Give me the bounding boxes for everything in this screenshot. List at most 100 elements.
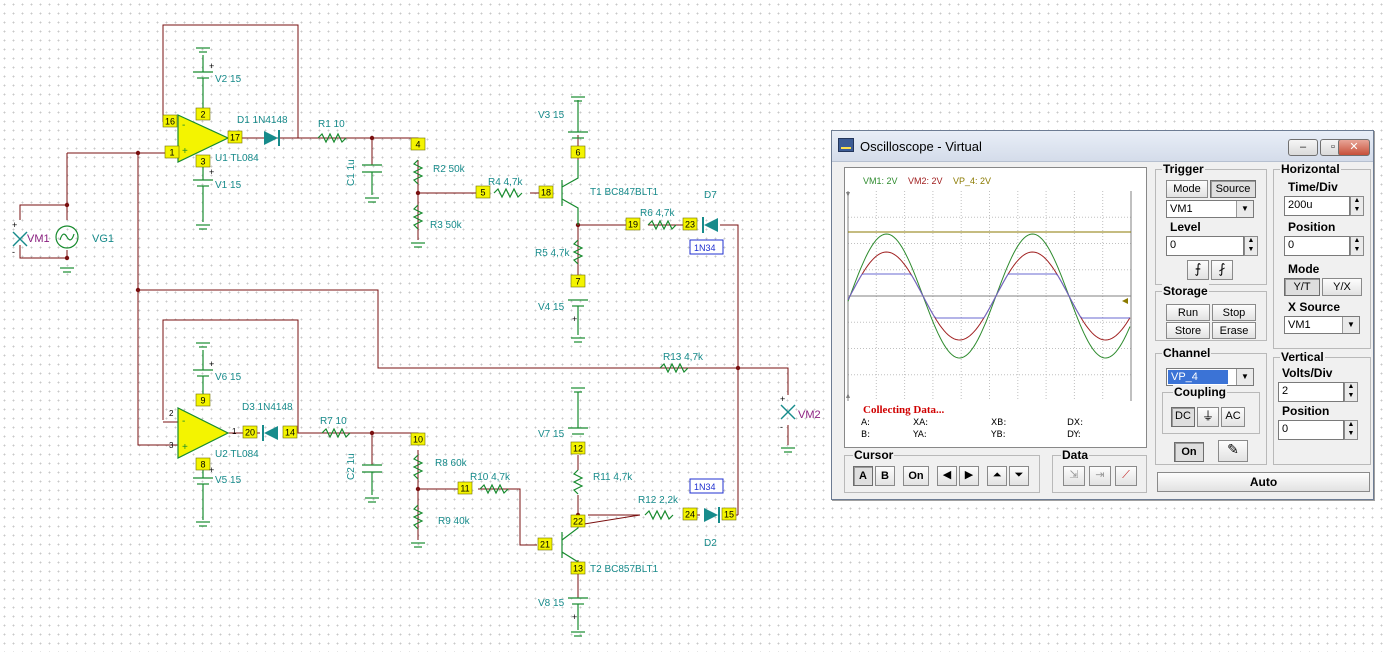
node-box — [682, 217, 698, 231]
r4-label: R4 4,7k — [488, 177, 523, 188]
v4-label: V4 15 — [538, 302, 565, 313]
cursor-b-button[interactable]: B — [875, 466, 895, 486]
falling-edge-icon[interactable]: ⨏ — [1211, 260, 1233, 280]
plus-sign: + — [572, 612, 577, 622]
readout-dy: DY: — [1067, 430, 1081, 440]
export-icon[interactable]: ⇥ — [1089, 466, 1111, 486]
chevron-down-icon[interactable]: ▼ — [1236, 201, 1253, 217]
readout-a: A: — [861, 418, 871, 428]
vertical-position-spinner[interactable]: ▲▼ — [1344, 420, 1358, 440]
node-box — [242, 425, 258, 439]
node-box — [538, 185, 554, 199]
v3-label: V3 15 — [538, 110, 565, 121]
vertical-position-input[interactable]: 0 — [1278, 420, 1344, 440]
erase-button[interactable]: Erase — [1212, 322, 1256, 339]
v1-label: V1 15 — [215, 180, 242, 191]
store-button[interactable]: Store — [1166, 322, 1210, 339]
run-button[interactable]: Run — [1166, 304, 1210, 321]
scope-display[interactable]: VM1: 2V VM2: 2V VP_4: 2V Collecting Data… — [844, 167, 1147, 448]
v6-label: V6 15 — [215, 372, 242, 383]
plus-sign: + — [12, 220, 17, 230]
r7-label: R7 10 — [320, 416, 347, 427]
trigger-source-button[interactable]: Source — [1210, 180, 1256, 198]
coupling-ac-button[interactable]: AC — [1221, 407, 1245, 427]
mode-label: Mode — [1288, 262, 1320, 276]
svg-text:-: - — [182, 416, 185, 427]
r6-label: R6 4,7k — [640, 208, 675, 219]
trigger-level-spinner[interactable]: ▲▼ — [1244, 236, 1258, 256]
cursor-right-icon[interactable]: ▶ — [959, 466, 979, 486]
mode-yt-button[interactable]: Y/T — [1284, 278, 1320, 296]
v7-label: V7 15 — [538, 429, 565, 440]
trigger-level-icon[interactable] — [1122, 298, 1128, 304]
v5-label: V5 15 — [215, 475, 242, 486]
time-div-input[interactable]: 200u — [1284, 196, 1350, 216]
horizontal-position-input[interactable]: 0 — [1284, 236, 1350, 256]
channel-select[interactable]: VP_4 ▼ — [1166, 368, 1254, 386]
title-bar[interactable]: Oscilloscope - Virtual – ▫ ✕ — [832, 131, 1373, 162]
node-box — [162, 114, 178, 128]
volts-div-spinner[interactable]: ▲▼ — [1344, 382, 1358, 402]
horizontal-position-label: Position — [1288, 220, 1336, 234]
time-div-spinner[interactable]: ▲▼ — [1350, 196, 1364, 216]
ground-icon[interactable]: ⏚ — [1197, 407, 1219, 427]
probe-color-icon[interactable]: ✎ — [1218, 440, 1248, 462]
oscilloscope-window[interactable]: Oscilloscope - Virtual – ▫ ✕ VM1: 2V VM2… — [831, 130, 1374, 500]
node-box — [410, 432, 426, 446]
d7-model: 1N34 — [694, 243, 716, 253]
node-number: 9 — [200, 396, 205, 406]
trigger-title: Trigger — [1162, 162, 1205, 176]
d3-label: D3 1N4148 — [242, 402, 293, 413]
node-number: 13 — [573, 564, 583, 574]
node-number: 22 — [573, 517, 583, 527]
plus-sign: + — [572, 314, 577, 324]
horizontal-group: Horizontal Time/Div 200u ▲▼ Position 0 ▲… — [1273, 162, 1371, 349]
chevron-down-icon[interactable]: ▼ — [1342, 317, 1359, 333]
channel-title: Channel — [1162, 346, 1212, 360]
coupling-group: Coupling DC ⏚ AC — [1162, 385, 1260, 434]
d2-model: 1N34 — [694, 482, 716, 492]
rising-edge-icon[interactable]: ⨍ — [1187, 260, 1209, 280]
chart-icon[interactable]: ⟋ — [1115, 466, 1137, 486]
node-box — [570, 274, 586, 288]
close-button[interactable]: ✕ — [1338, 139, 1370, 156]
cursor-on-button[interactable]: On — [903, 466, 929, 486]
schematic-canvas[interactable]: - + - + 16123174518671923239812014101112… — [0, 0, 830, 652]
trigger-level-input[interactable]: 0 — [1166, 236, 1244, 256]
mode-yx-button[interactable]: Y/X — [1322, 278, 1362, 296]
horizontal-position-spinner[interactable]: ▲▼ — [1350, 236, 1364, 256]
coupling-dc-button[interactable]: DC — [1171, 407, 1195, 427]
node-number: 14 — [285, 428, 295, 438]
stop-button[interactable]: Stop — [1212, 304, 1256, 321]
node-number: 3 — [200, 157, 205, 167]
cursor-left-icon[interactable]: ◀ — [937, 466, 957, 486]
u1-label: U1 TL084 — [215, 153, 259, 164]
cursor-up-icon[interactable]: ⏶ — [987, 466, 1007, 486]
vertical-position-label: Position — [1282, 404, 1330, 418]
node-box — [625, 217, 641, 231]
chevron-down-icon[interactable]: ▼ — [1236, 369, 1253, 385]
node-box — [195, 393, 211, 407]
x-source-select[interactable]: VM1 ▼ — [1284, 316, 1360, 334]
cursor-down-icon[interactable]: ⏷ — [1009, 466, 1029, 486]
c1-label: C1 1u — [346, 159, 357, 186]
r12-label: R12 2,2k — [638, 495, 679, 506]
trigger-source-select[interactable]: VM1 ▼ — [1166, 200, 1254, 218]
r1-label: R1 10 — [318, 119, 345, 130]
readout-xb: XB: — [991, 418, 1007, 428]
node-box — [410, 137, 426, 151]
node-number: 5 — [480, 188, 485, 198]
readout-xa: XA: — [913, 418, 929, 428]
vm1-label: VM1 — [27, 233, 50, 245]
readout-ya: YA: — [913, 430, 927, 440]
import-icon[interactable]: ⇲ — [1063, 466, 1085, 486]
minimize-button[interactable]: – — [1288, 139, 1318, 156]
node-box — [537, 537, 553, 551]
trigger-mode-button[interactable]: Mode — [1166, 180, 1208, 198]
volts-div-input[interactable]: 2 — [1278, 382, 1344, 402]
cursor-a-button[interactable]: A — [853, 466, 873, 486]
auto-button[interactable]: Auto — [1157, 472, 1370, 492]
channel-on-button[interactable]: On — [1174, 442, 1204, 462]
svg-text:+: + — [182, 442, 188, 453]
